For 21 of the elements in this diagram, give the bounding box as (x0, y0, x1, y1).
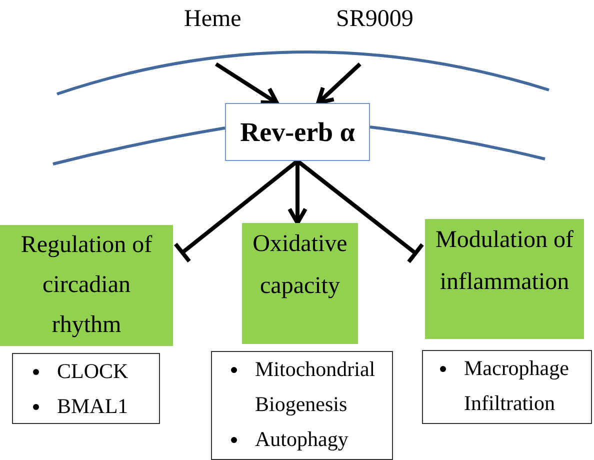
arrow (288, 161, 308, 225)
effect-box (242, 223, 358, 344)
ligand-label: Heme (184, 5, 242, 33)
arrow (214, 62, 279, 105)
effect-box (0, 225, 173, 346)
list-item-text: BMAL1 (57, 393, 128, 420)
list-item-text: Autophagy (255, 426, 348, 453)
arrow (316, 62, 362, 105)
protein-box (225, 103, 370, 161)
list-item-text: Mitochondrial Biogenesis (255, 356, 376, 418)
effect-label: Regulation of circadian rhythm (20, 232, 152, 338)
list-item-text: CLOCK (57, 358, 128, 385)
protein-name: Rev-erb α (240, 116, 355, 148)
list-box (422, 350, 592, 424)
effect-label: Oxidative capacity (252, 231, 348, 299)
list-item-text: Macrophage Infiltration (464, 355, 570, 417)
list-box (12, 353, 160, 424)
ligand-label: SR9009 (336, 5, 414, 33)
effect-box (425, 219, 584, 339)
list-box (211, 351, 393, 460)
effect-label: Modulation of inflammation (436, 227, 574, 295)
